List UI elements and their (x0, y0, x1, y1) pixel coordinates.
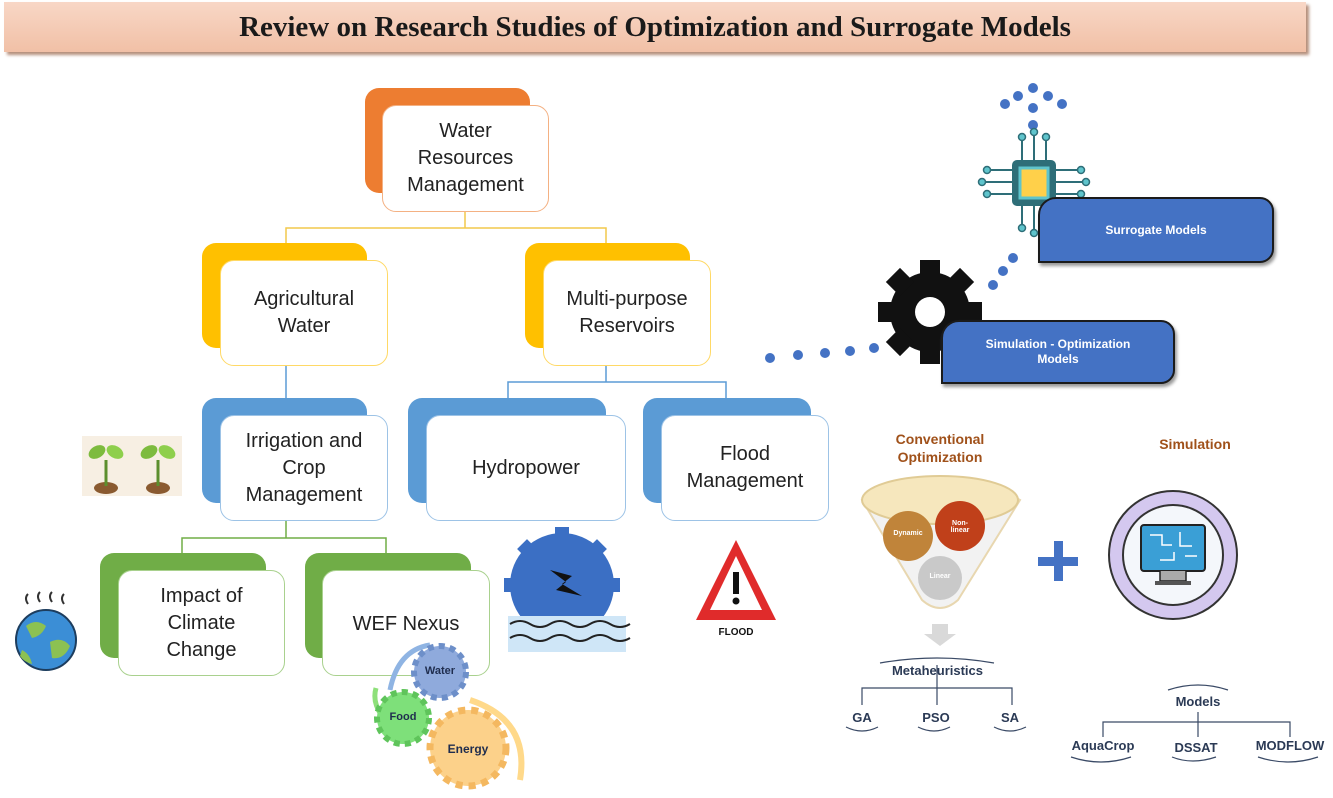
funnel-dynamic: Dynamic (893, 530, 923, 537)
irrigation-label: Irrigation and Crop Management (245, 429, 363, 506)
globe-icon (15, 591, 77, 671)
funnel-linear: Linear (929, 573, 951, 580)
climate-label: Impact of Climate Change (160, 584, 243, 661)
gear-energy-label: Energy (447, 742, 489, 756)
warning-icon (696, 540, 776, 620)
gear-water-label: Water (424, 665, 456, 677)
dssat-label: DSSAT (1174, 740, 1218, 755)
flood-label: Flood Management (686, 443, 804, 492)
simulation-label: Simulation (1159, 436, 1231, 452)
simopt-label: Simulation - Optimization Models (985, 337, 1131, 366)
funnel-icon (860, 475, 1022, 646)
hydropower-icon (504, 527, 631, 652)
pso-label: PSO (922, 710, 950, 725)
sprout-icon (82, 436, 182, 496)
models-label: Models (1175, 694, 1221, 709)
funnel-nonlinear: Non-linear (950, 520, 970, 534)
surrogate-label: Surrogate Models (1105, 223, 1207, 237)
gear-food-label: Food (389, 711, 417, 723)
irrigation-card: Irrigation and Crop Management (220, 415, 388, 521)
simopt-box: Simulation - Optimization Models (941, 320, 1175, 384)
gear-cluster (372, 642, 525, 790)
conventional-opt-label: Conventional Optimization (895, 431, 985, 465)
hydro-card: Hydropower (426, 415, 626, 521)
agri-label: Agricultural Water (253, 288, 355, 337)
hydro-label: Hydropower (472, 456, 580, 479)
meta-tree (845, 657, 1319, 763)
flood-card: Flood Management (661, 415, 829, 521)
flood-sign-label: FLOOD (718, 627, 754, 638)
surrogate-models-box: Surrogate Models (1038, 197, 1274, 263)
reservoir-card: Multi-purpose Reservoirs (543, 260, 711, 366)
monitor-icon (1108, 490, 1238, 620)
aquacrop-label: AquaCrop (1071, 738, 1135, 753)
root-label: Water Resources Management (407, 120, 524, 196)
page-title: Review on Research Studies of Optimizati… (239, 10, 1071, 43)
plus-icon (1038, 541, 1078, 581)
metaheuristics-label: Metaheuristics (891, 663, 984, 678)
sa-label: SA (1000, 710, 1020, 725)
agri-card: Agricultural Water (220, 260, 388, 366)
wef-label: WEF Nexus (352, 613, 460, 635)
climate-card: Impact of Climate Change (118, 570, 285, 676)
root-card: Water Resources Management (382, 105, 549, 212)
title-banner: Review on Research Studies of Optimizati… (4, 2, 1306, 52)
reservoir-label: Multi-purpose Reservoirs (566, 288, 688, 337)
ga-label: GA (852, 710, 872, 725)
modflow-label: MODFLOW (1255, 738, 1325, 753)
chip-icon (977, 127, 1091, 238)
